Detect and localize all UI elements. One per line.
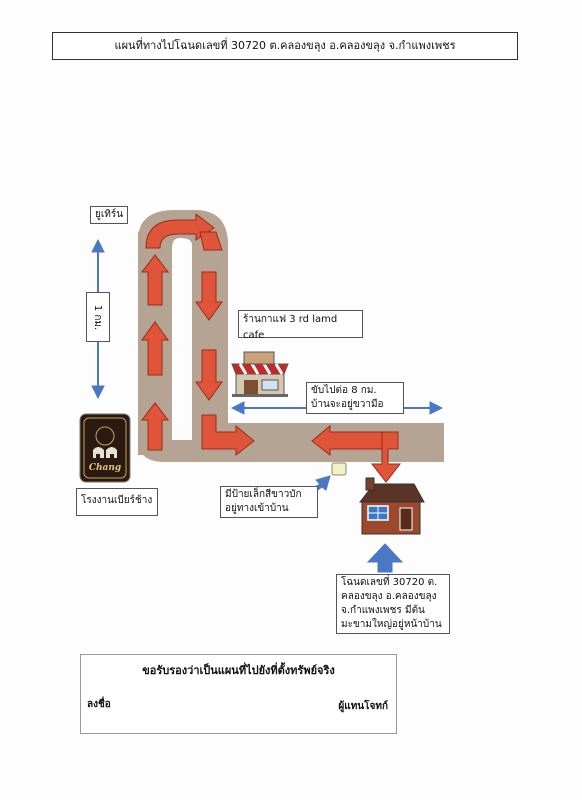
map-title: แผนที่ทางไปโฉนดเลขที่ 30720 ต.คลองขลุง อ…: [52, 32, 518, 60]
road-right-vertical: [192, 245, 228, 425]
chang-logo: Chang: [79, 413, 131, 483]
continue-text-1: ขับไปต่อ 8 กม.: [311, 385, 377, 396]
deed-label: โฉนดเลขที่ 30720 ต. คลองขลุง อ.คลองขลุง …: [336, 574, 450, 634]
deed-text-1: โฉนดเลขที่ 30720 ต.: [341, 577, 438, 588]
sign-label: มีป้ายเล็กสีขาวบัก อยู่ทางเข้าบ้าน: [220, 486, 318, 518]
cafe-label: ร้านกาแฟ 3 rd lamd cafe: [238, 310, 363, 341]
deed-arrow: [366, 543, 404, 573]
arrow-up: [140, 402, 170, 451]
continue-text-2: บ้านจะอยู่ขวามือ: [311, 399, 384, 410]
uturn-text: ยูเทิร์น: [95, 209, 124, 220]
continue-arrow-right: [429, 401, 444, 415]
brewery-text: โรงงานเบียร์ช้าง: [81, 495, 153, 506]
arrow-down: [195, 271, 223, 321]
distance-text: 1 กม.: [92, 304, 104, 330]
deed-text-4: มะขามใหญ่อยู่หน้าบ้าน: [341, 619, 442, 630]
uturn-label: ยูเทิร์น: [90, 206, 129, 224]
distance-label: 1 กม.: [86, 292, 110, 342]
deed-text-3: จ.กำแพงเพชร มีต้น: [341, 605, 425, 616]
arrow-to-house: [370, 431, 402, 483]
representative-label: ผู้แทนโจทก์: [338, 701, 388, 712]
arrow-down-corner: [199, 231, 223, 251]
arrow-down: [195, 349, 223, 401]
certification-box: ขอรับรองว่าเป็นแผนที่ไปยังที่ตั้งทรัพย์จ…: [80, 654, 397, 734]
continue-label: ขับไปต่อ 8 กม. บ้านจะอยู่ขวามือ: [306, 382, 404, 414]
deed-text-2: คลองขลุง อ.คลองขลุง: [341, 591, 437, 602]
arrow-up: [141, 321, 169, 376]
white-sign-icon: [331, 462, 347, 476]
house-icon: [358, 477, 425, 535]
map-title-text: แผนที่ทางไปโฉนดเลขที่ 30720 ต.คลองขลุง อ…: [114, 39, 456, 52]
cafe-text: ร้านกาแฟ 3 rd lamd cafe: [243, 314, 338, 341]
brewery-label: โรงงานเบียร์ช้าง: [76, 488, 158, 516]
chang-logo-text: Chang: [89, 463, 121, 473]
arrow-corner-right: [201, 414, 255, 457]
sign-label: ลงชื่อ: [87, 699, 111, 710]
cafe-icon: [231, 351, 289, 397]
distance-arrow-bottom: [91, 385, 105, 400]
distance-arrow-top: [91, 238, 105, 253]
arrow-up: [140, 254, 170, 306]
sign-text-1: มีป้ายเล็กสีขาวบัก: [225, 489, 302, 500]
certification-text: ขอรับรองว่าเป็นแผนที่ไปยังที่ตั้งทรัพย์จ…: [142, 664, 335, 677]
sign-text-2: อยู่ทางเข้าบ้าน: [225, 503, 289, 514]
continue-arrow-left: [230, 401, 245, 415]
route-arrows: [140, 212, 402, 483]
road-bottom-join: [138, 440, 192, 462]
